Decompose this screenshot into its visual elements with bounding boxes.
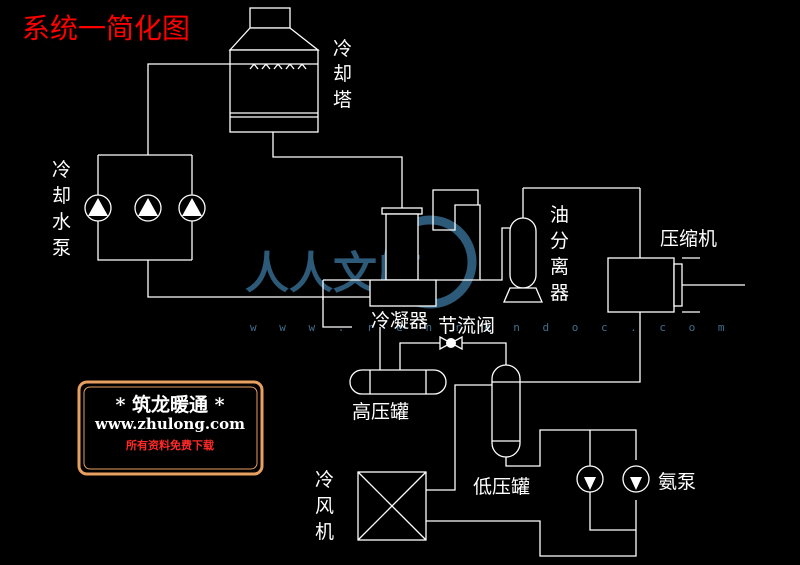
logo-box: * 筑龙暖通 * www.zhulong.com 所有资料免费下载: [77, 380, 264, 476]
low-pressure-tank: [426, 364, 637, 491]
logo-line-2: www.zhulong.com: [94, 415, 245, 433]
label-low-pressure-tank: 低压罐: [473, 476, 530, 498]
label-cooling-pump: 冷 却 水 泵: [52, 159, 77, 259]
air-cooler: [357, 471, 637, 557]
cooling-tower: [228, 7, 320, 133]
logo-line-3: 所有资料免费下载: [126, 438, 214, 452]
ammonia-pump-group: [576, 430, 650, 531]
logo-line-1: * 筑龙暖通 *: [115, 393, 224, 416]
pipe-condenser-oilsep: [432, 189, 481, 281]
diagram-title: 系统一简化图: [22, 12, 190, 45]
spray-nozzles: [249, 63, 307, 70]
pipe-condenser-return: [322, 297, 352, 328]
label-high-pressure-tank: 高压罐: [352, 401, 409, 423]
label-condenser: 冷凝器: [371, 310, 428, 332]
label-compressor: 压缩机: [660, 228, 717, 250]
throttle-valve: [439, 335, 507, 365]
label-oil-separator: 油 分 离 器: [550, 204, 575, 304]
compressor: [508, 257, 745, 383]
watermark-url: w w w . r e n r e n d o c . c o m: [250, 321, 733, 334]
label-throttle-valve: 节流阀: [438, 315, 495, 337]
pipe-tower-to-condenser: [272, 132, 403, 208]
label-cooling-tower: 冷 却 塔: [333, 38, 358, 111]
label-ammonia-pump: 氨泵: [658, 471, 696, 493]
pipe-to-oil-separator: [480, 227, 510, 281]
label-air-cooler: 冷 风 机: [315, 469, 340, 543]
cooling-pump-group: [84, 154, 323, 298]
condenser: [322, 207, 437, 307]
oil-separator: [503, 187, 641, 303]
high-pressure-tank: [349, 327, 447, 395]
pipe-tower-to-pumps: [147, 63, 230, 155]
